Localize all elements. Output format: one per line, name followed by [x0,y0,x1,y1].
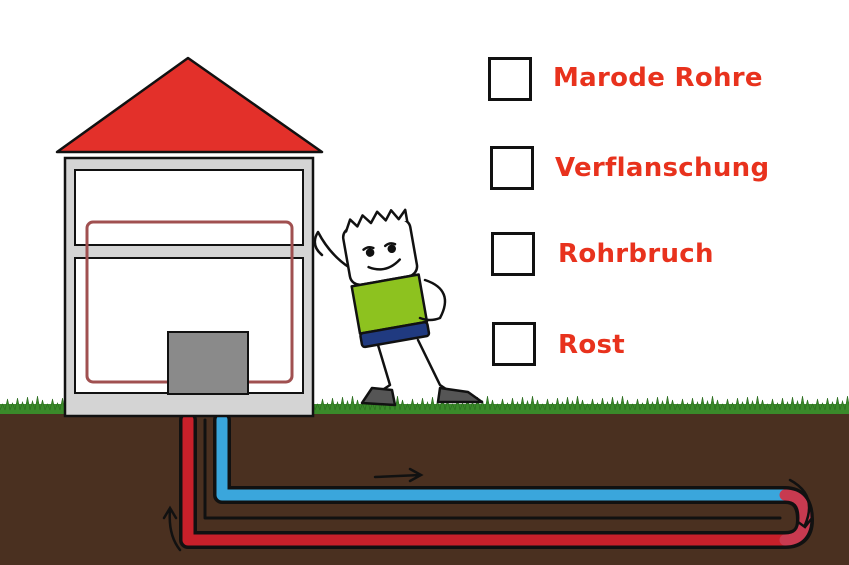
checkbox[interactable] [492,322,536,366]
character-shorts [359,321,431,349]
house [55,56,324,418]
flow-arrow-curve-icon [788,478,814,529]
roof [55,56,324,154]
return-pipe-hot [182,414,791,546]
checklist-label: Verflanschung [555,153,770,183]
supply-pipe-cold [216,414,791,501]
earth-pipe-loop [179,411,814,549]
checkbox[interactable] [490,146,534,190]
pipe-bend [779,489,811,546]
checklist-label: Marode Rohre [553,63,763,93]
heat-pump-unit [167,331,249,395]
checklist-label: Rost [558,330,625,360]
right-shoe [436,386,484,404]
checklist-label: Rohrbruch [558,239,714,269]
checkbox[interactable] [491,232,535,276]
x-marks [494,63,530,360]
flow-arrows [162,467,814,552]
checkbox[interactable] [488,57,532,101]
flow-arrow-up-icon [162,505,182,552]
left-shoe [360,386,397,407]
cartoon-character [313,208,484,407]
flow-arrow-right-icon [373,467,424,483]
